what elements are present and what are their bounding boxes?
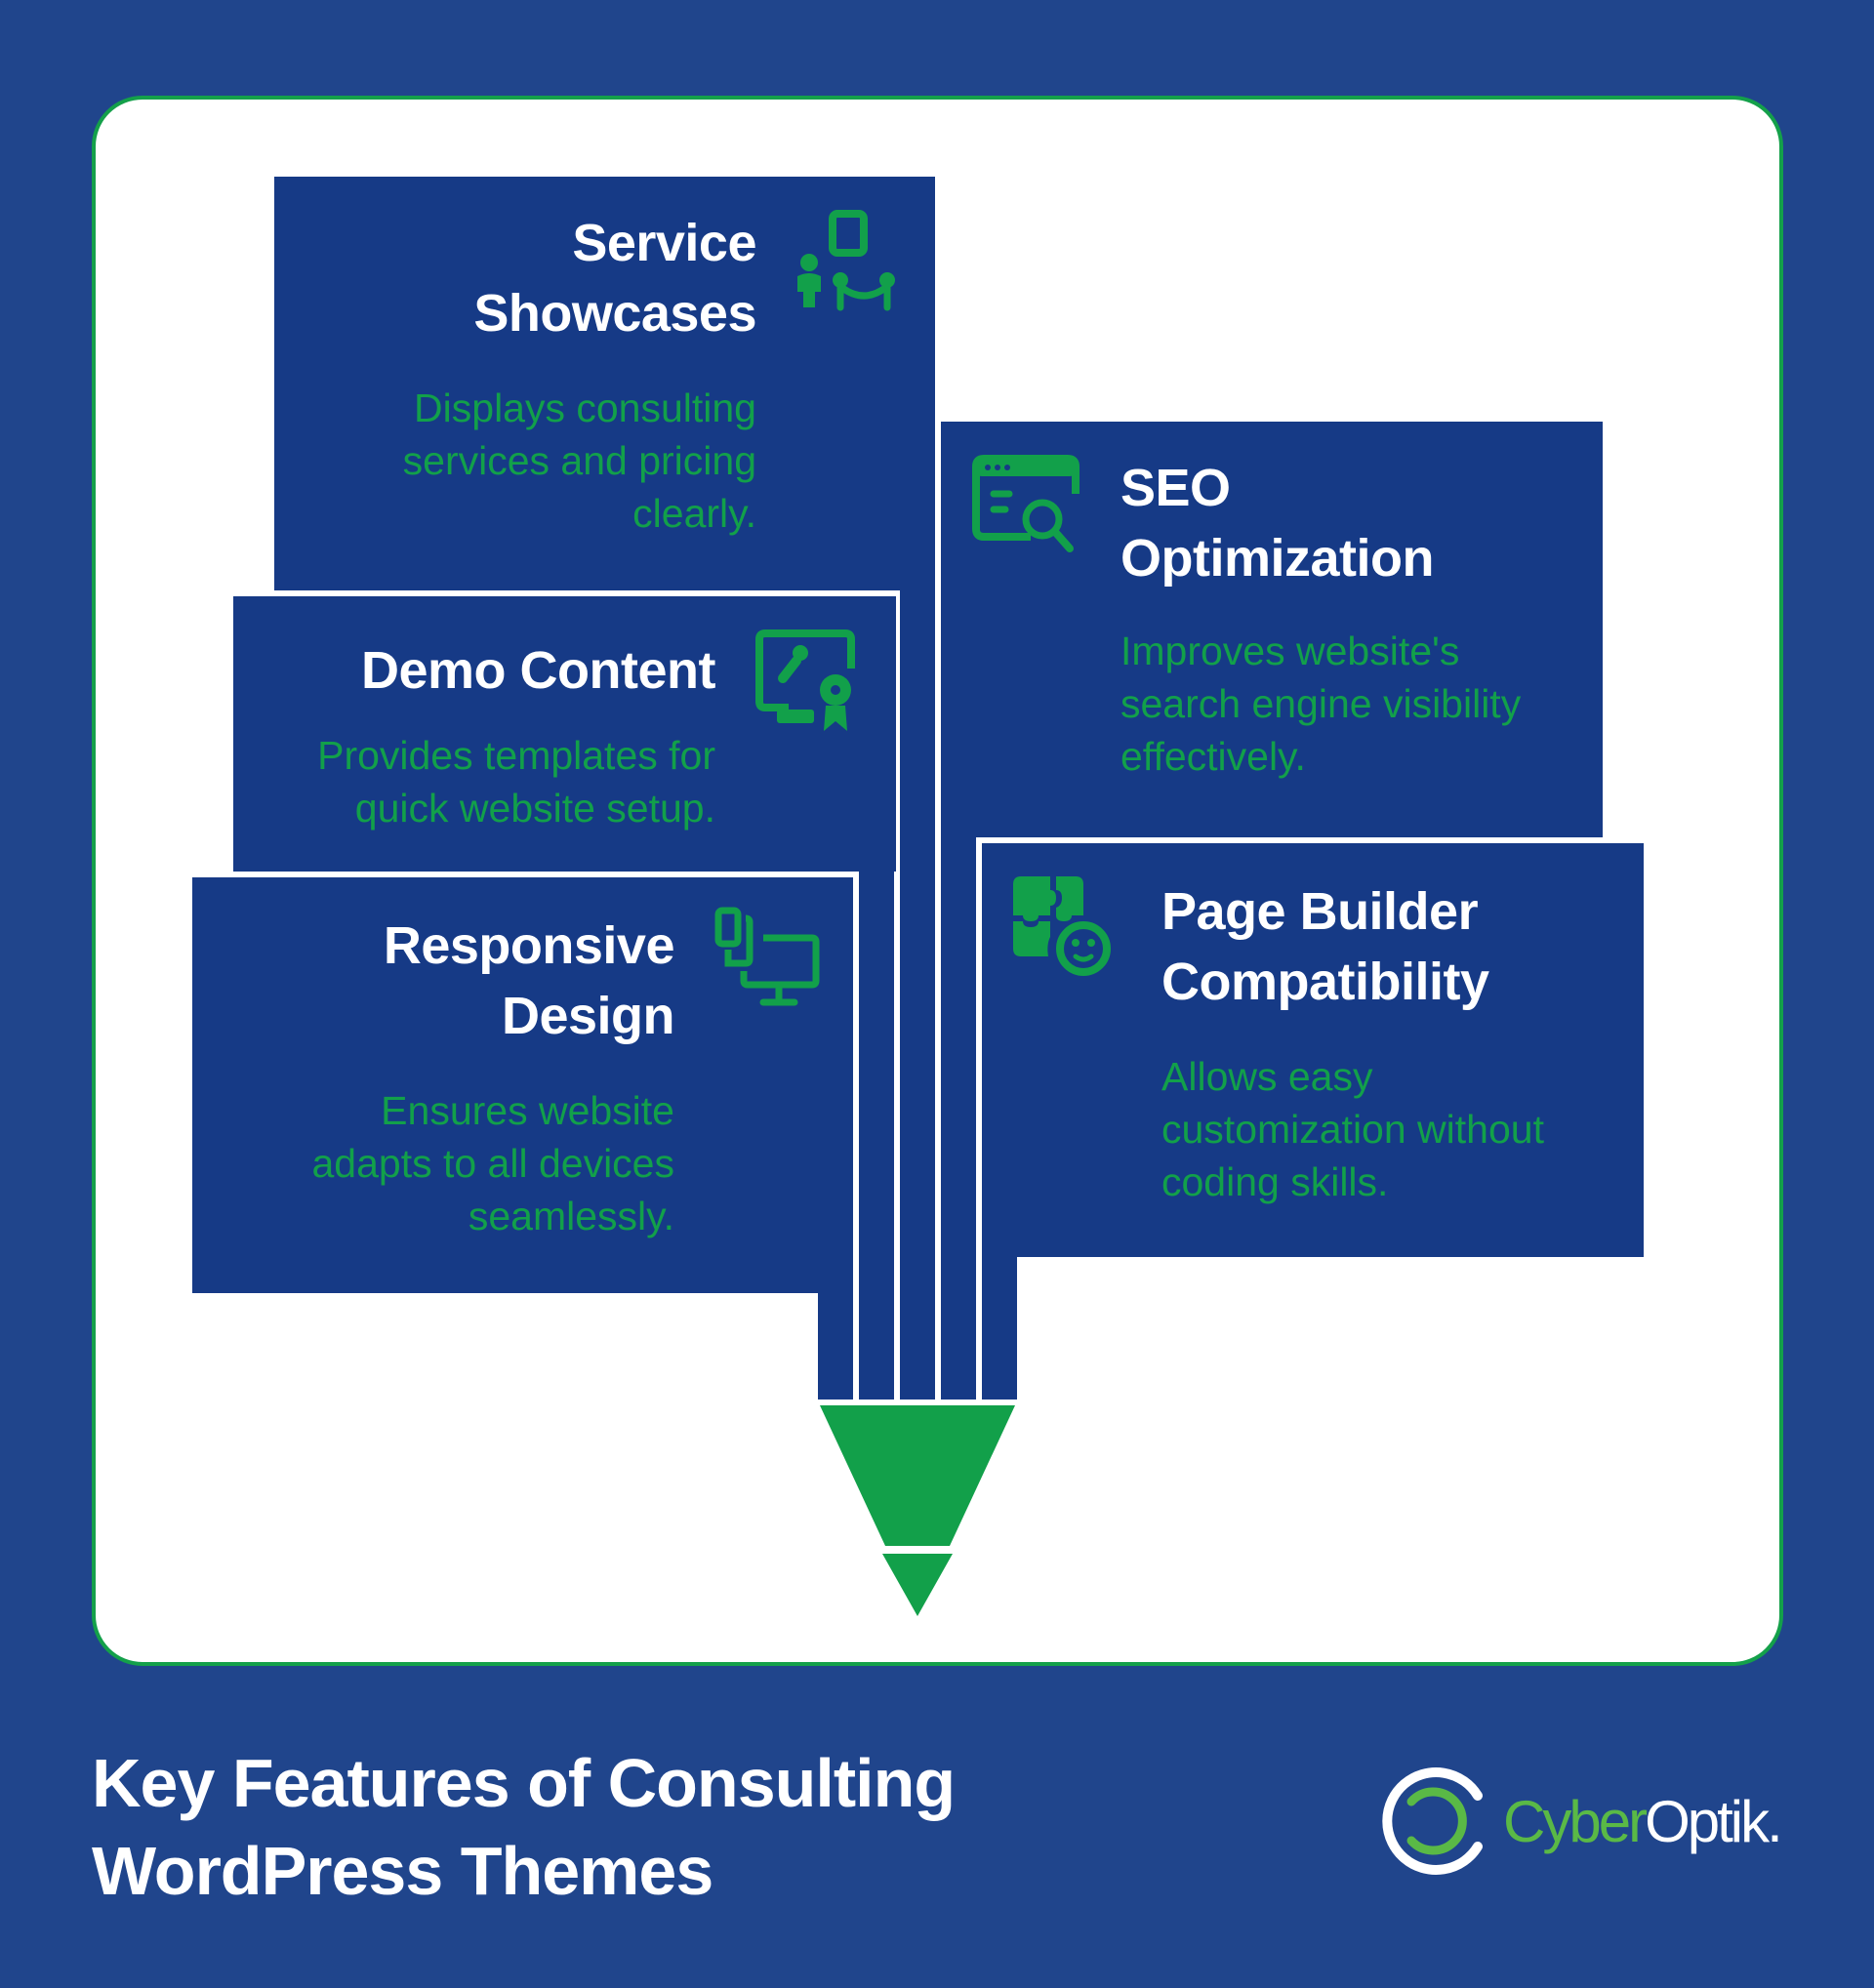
stem-page-builder [982, 1249, 1017, 1400]
puzzle-smiley-icon [1013, 876, 1111, 976]
funnel-top-segment [820, 1405, 1015, 1546]
stem-responsive-design [818, 1288, 853, 1400]
stem-service-showcases [900, 586, 935, 1400]
monitor-brush-award-icon [755, 629, 855, 731]
browser-search-icon [972, 455, 1080, 552]
stem-demo-content [859, 869, 894, 1400]
feature-title: Demo Content [361, 641, 715, 700]
stem-seo-optimization [941, 830, 976, 1400]
devices-icon [714, 907, 820, 1006]
logo-wordmark: CyberOptik. [1503, 1789, 1783, 1854]
brand-logo: CyberOptik. [1378, 1763, 1788, 1880]
funnel-tip-segment [882, 1554, 953, 1616]
presentation-audience-icon [797, 210, 895, 311]
funnel [820, 1405, 1015, 1616]
logo-ring-icon [1382, 1767, 1483, 1875]
